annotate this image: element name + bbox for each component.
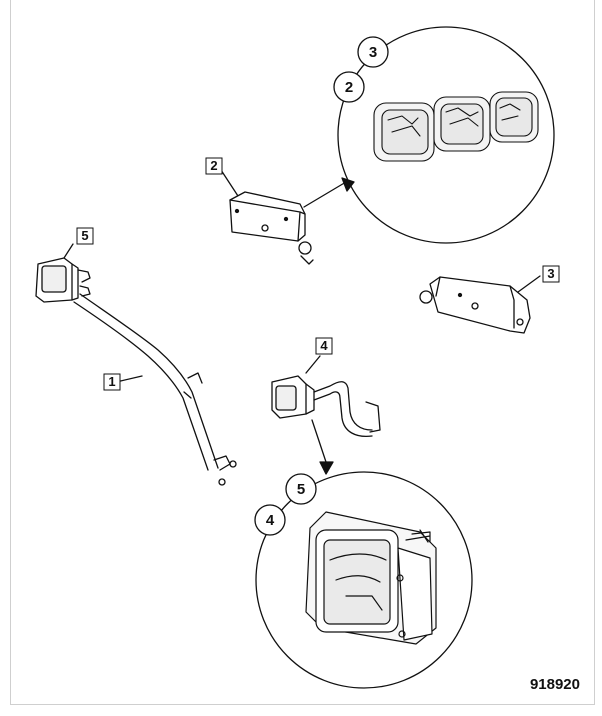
detail-top-callout-3-circle [357,36,389,68]
callout-3: 3 [547,266,554,281]
detail-top-label-2: 2 [345,79,353,96]
detail-bottom-callout-4-circle [254,504,286,536]
detail-circle-work-light [254,419,473,689]
page-frame [10,0,595,705]
detail-bottom-callout-5-circle [285,473,317,505]
work-light-enlarged [305,511,437,645]
detail-bottom-label-4: 4 [266,512,275,529]
detail-top-label-3: 3 [369,44,377,61]
detail-bottom-label-5: 5 [297,481,305,498]
callout-5: 5 [81,228,88,243]
work-light-on-mirror [35,243,91,303]
rear-lamp-lens-cluster [373,91,539,162]
work-light-front [271,355,381,438]
callout-1: 1 [108,374,115,389]
callout-2: 2 [210,158,217,173]
figure-id: 918920 [529,676,580,693]
detail-circle-rear-lights [303,26,555,244]
callout-4: 4 [320,338,328,353]
detail-top-callout-2-circle [333,71,365,103]
mirror-bracket-arm [73,293,237,486]
rear-light-right [419,275,541,334]
rear-light-left [220,169,314,265]
